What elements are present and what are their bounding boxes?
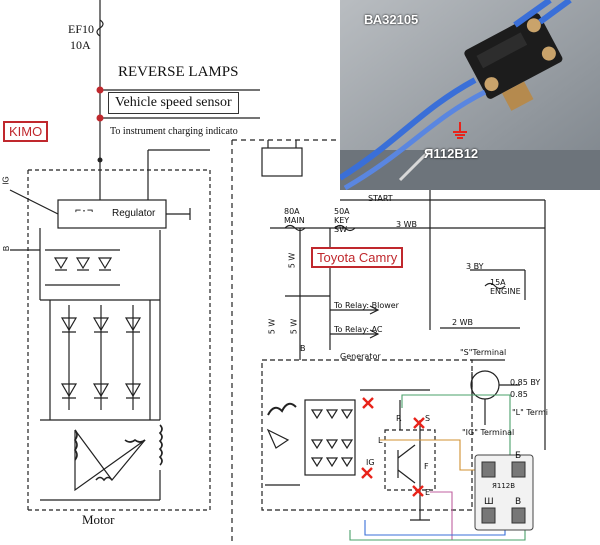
module-term-b: Б (515, 451, 522, 461)
fuse-rating: 10A (70, 38, 91, 52)
ig-terminal-label: "IG" Terminal (462, 428, 515, 437)
regulator-label: Regulator (112, 208, 156, 219)
photo-part-number: ВА32105 (364, 12, 419, 27)
module-term-sh: Ш (484, 497, 494, 507)
photo-regulator-part: Я112В12 (424, 146, 479, 161)
relay-blower-label: To Relay: Blower (334, 301, 399, 310)
regulator-photo: ВА32105 Я112В12 (340, 0, 600, 190)
b-terminal-label: B (300, 344, 306, 353)
photo-illustration (340, 0, 600, 190)
toyota-camry-tag: Toyota Camry (311, 247, 404, 268)
e-label: E (425, 488, 431, 497)
kimo-tag: KIMO (3, 121, 49, 142)
wire-2wb: 2 WB (452, 318, 474, 327)
key-fuse-label: 50A KEY SW (334, 207, 350, 234)
wire-085by: 0.85 BY (510, 378, 541, 387)
l-label: L (378, 436, 383, 445)
wire-3by: 3 BY (466, 262, 484, 271)
l-terminal-label: "L" Termi (512, 408, 548, 417)
wire-5w-a: 5 W (287, 252, 297, 269)
relay-ac-label: To Relay: AC (334, 325, 383, 334)
wire-5w-c: 5 W (289, 318, 299, 335)
wire-5w-b: 5 W (267, 318, 277, 335)
s-label: S (425, 414, 431, 423)
b-label: B (2, 245, 12, 252)
main-fuse-label: 80A MAIN (284, 207, 305, 225)
right-schematic (231, 139, 546, 545)
f-label: F (424, 462, 429, 471)
speed-sensor-label: Vehicle speed sensor (108, 92, 239, 114)
module-part: Я112В (492, 482, 516, 490)
cut-marks (361, 397, 425, 497)
engine-fuse-label: 15A ENGINE (490, 278, 521, 296)
motor-label: Motor (82, 512, 115, 527)
wire-3wb: 3 WB (396, 220, 418, 229)
wire-085: 0.85 (510, 390, 528, 399)
s-terminal-label: "S"Terminal (460, 348, 507, 357)
module-terminals (481, 461, 526, 524)
reverse-lamps-label: REVERSE LAMPS (118, 64, 239, 80)
ig-label: IG (1, 176, 11, 185)
module-term-v: В (515, 497, 522, 507)
start-label: START (368, 194, 393, 203)
instrument-label: To instrument charging indicato (110, 126, 238, 137)
ig-label-right: IG (366, 458, 375, 467)
r-label: R (396, 414, 402, 423)
regulator-symbol: ⌐·¬ (75, 206, 94, 217)
generator-label: Generator (340, 352, 381, 361)
left-schematic (9, 0, 260, 511)
junction-dots (96, 86, 104, 122)
fuse-label: EF10 (68, 22, 95, 36)
